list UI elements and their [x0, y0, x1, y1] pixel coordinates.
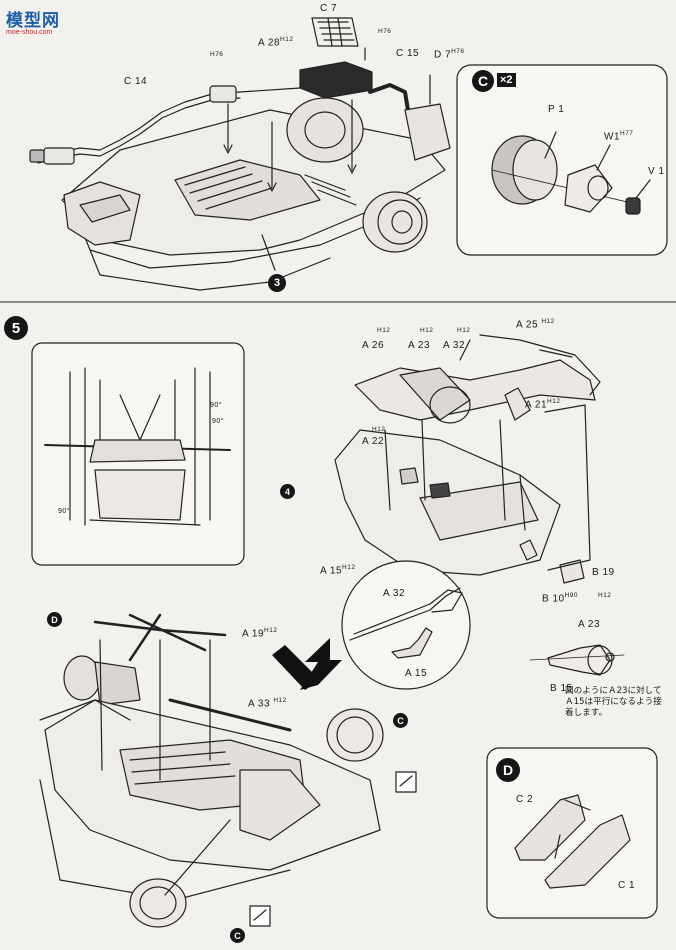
step3-number: 3	[268, 274, 286, 292]
label-C15: C 15	[396, 48, 420, 59]
D-reference-badge: D	[47, 612, 62, 627]
label-A32: A 32	[443, 340, 466, 351]
callout-C-multiplier: ×2	[497, 73, 516, 87]
C-reference-badge-b: C	[230, 928, 245, 943]
label-H76b: H76	[210, 51, 224, 58]
label-A33-h: H12	[273, 697, 287, 704]
label-A22-h: H12	[372, 426, 386, 433]
label-A21-text: A 21	[525, 399, 548, 411]
label-A19-h: H12	[264, 627, 278, 634]
step4-reference: 4	[280, 484, 295, 499]
zoom-circle-drawing	[341, 560, 471, 690]
label-A25-text: A 25	[516, 319, 539, 331]
zoom-label-A32: A 32	[383, 588, 406, 599]
label-C1: C 1	[618, 880, 636, 891]
label-D7-text: D 7	[434, 49, 452, 61]
angle-label-2: 90°	[212, 418, 225, 425]
label-A32-h: H12	[457, 327, 471, 334]
label-A19: A 19H12	[242, 627, 277, 639]
zoom-label-A15: A 15	[405, 668, 428, 679]
callout-D-badge: D	[496, 758, 520, 782]
label-D7: D 7H76	[434, 48, 465, 60]
label-A28-text: A 28	[258, 37, 281, 49]
label-B10-h: H90	[564, 592, 579, 599]
label-W1: W1H77	[604, 130, 633, 142]
watermark-brand: 模型网	[6, 11, 60, 30]
callout-D-drawing	[486, 747, 658, 919]
step5-inset-drawing	[31, 342, 245, 566]
watermark-url: moe-shou.com	[6, 29, 53, 36]
label-D7-h: H76	[451, 48, 465, 55]
label-A33: A 33 H12	[248, 697, 287, 709]
label-A15: A 15H12	[320, 564, 355, 576]
label-A22: A 22	[362, 436, 385, 447]
assembly-note-line-2: Ａ15は平行になるよう接	[565, 697, 662, 707]
label-B10: B 10H90	[542, 592, 578, 604]
step3-chassis-drawing	[29, 17, 451, 291]
label-W1-h: H77	[620, 130, 634, 137]
angle-label-3: 90°	[58, 508, 71, 515]
label-C14: C 14	[124, 76, 148, 87]
side-detail-drawing	[529, 644, 625, 676]
label-A26: A 26	[362, 340, 385, 351]
label-A23: A 23	[408, 340, 431, 351]
label-A23-h: H12	[420, 327, 434, 334]
label-A25: A 25 H12	[516, 318, 555, 330]
angle-label-1: 90°	[210, 402, 223, 409]
assembly-note-line-1: 図のようにＡ23に対して	[565, 686, 662, 696]
step5-number: 5	[4, 316, 28, 340]
label-B19-h: H12	[598, 592, 612, 599]
label-W1-text: W1	[604, 131, 620, 143]
label-A26-h: H12	[377, 327, 391, 334]
label-A21: A 21H12	[525, 398, 560, 410]
detail-label-B15: B 15	[550, 683, 573, 694]
label-B19: B 19	[592, 567, 615, 578]
label-B10-text: B 10	[542, 593, 565, 605]
label-A25-h: H12	[541, 318, 555, 325]
step5-chassis-drawing	[334, 334, 601, 584]
label-H76a: H76	[378, 28, 392, 35]
detail-label-A23: A 23	[578, 619, 601, 630]
assembly-note: 図のようにＡ23に対して Ａ15は平行になるよう接 着します。	[565, 686, 662, 719]
label-V1: V 1	[648, 166, 665, 177]
label-A15-h: H12	[342, 564, 356, 571]
label-A21-h: H12	[547, 398, 561, 405]
label-C7: C 7	[320, 3, 338, 14]
assembly-note-line-3: 着します。	[565, 708, 608, 718]
C-reference-badge-a: C	[393, 713, 408, 728]
label-C2: C 2	[516, 794, 534, 805]
label-A28-h: H12	[280, 36, 294, 43]
label-A19-text: A 19	[242, 628, 265, 640]
label-A28: A 28H12	[258, 36, 293, 48]
watermark-logo: 模型网 moe-shou.com	[6, 6, 60, 36]
callout-C-drawing	[456, 64, 668, 256]
label-A15-text: A 15	[320, 565, 343, 577]
label-P1: P 1	[548, 104, 565, 115]
label-A33-text: A 33	[248, 698, 271, 710]
callout-C-badge: C	[472, 70, 494, 92]
step5-lower-drawing	[39, 613, 417, 928]
